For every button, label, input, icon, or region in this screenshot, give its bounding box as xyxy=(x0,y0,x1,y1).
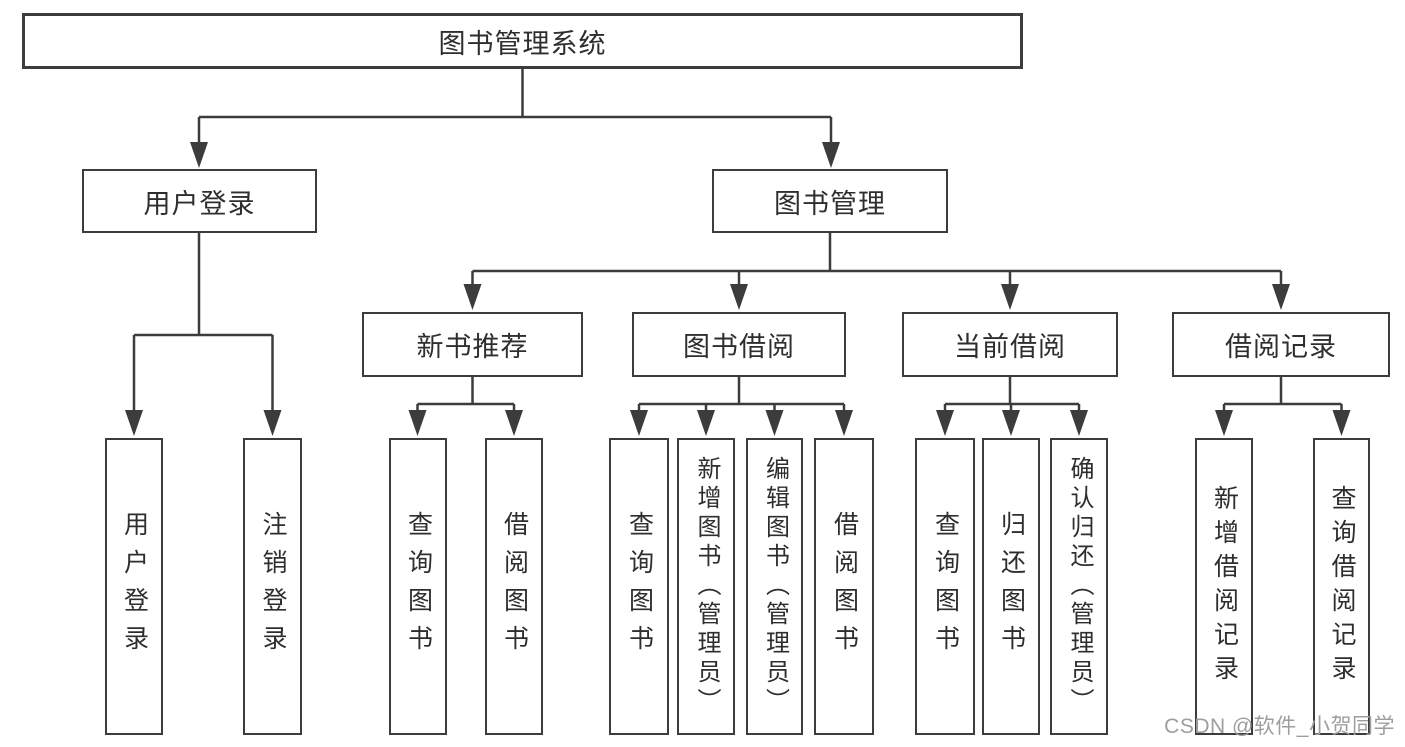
leaf-confirm-return-admin: 确认归还（管理员） xyxy=(1050,438,1108,735)
node-user-login-label: 用户登录 xyxy=(143,188,256,219)
leaf-query-books-borrowing-label: 查询图书 xyxy=(625,510,654,663)
leaf-return-books-label: 归还图书 xyxy=(997,510,1026,663)
node-new-book-recommend-label: 新书推荐 xyxy=(416,332,529,362)
leaf-add-borrow-record-label: 新增借阅记录 xyxy=(1210,484,1239,689)
leaf-query-books-recommend-label: 查询图书 xyxy=(404,510,433,663)
node-new-book-recommend: 新书推荐 xyxy=(362,312,583,377)
leaf-user-login-label: 用户登录 xyxy=(120,510,149,663)
node-book-management-label: 图书管理 xyxy=(774,188,886,219)
node-current-borrowing-label: 当前借阅 xyxy=(954,332,1066,362)
leaf-query-books-borrowing: 查询图书 xyxy=(609,438,669,735)
leaf-return-books: 归还图书 xyxy=(982,438,1040,735)
leaf-add-borrow-record: 新增借阅记录 xyxy=(1195,438,1253,735)
node-root-label: 图书管理系统 xyxy=(438,28,607,59)
leaf-borrow-books-recommend-label: 借阅图书 xyxy=(500,510,529,663)
leaf-borrow-books-borrowing: 借阅图书 xyxy=(814,438,874,735)
leaf-user-login: 用户登录 xyxy=(105,438,163,735)
leaf-query-borrow-record-label: 查询借阅记录 xyxy=(1328,484,1356,689)
node-user-login: 用户登录 xyxy=(82,169,317,233)
node-book-management: 图书管理 xyxy=(712,169,948,233)
leaf-add-books-admin: 新增图书（管理员） xyxy=(677,438,735,735)
node-borrowing-records: 借阅记录 xyxy=(1172,312,1390,377)
leaf-borrow-books-recommend: 借阅图书 xyxy=(485,438,543,735)
leaf-query-books-current-label: 查询图书 xyxy=(931,510,960,663)
node-borrowing-records-label: 借阅记录 xyxy=(1225,332,1337,362)
node-current-borrowing: 当前借阅 xyxy=(902,312,1118,377)
leaf-query-borrow-record: 查询借阅记录 xyxy=(1313,438,1370,735)
csdn-watermark: CSDN @软件_小贺同学 xyxy=(1164,715,1395,738)
leaf-query-books-recommend: 查询图书 xyxy=(389,438,447,735)
node-book-borrowing: 图书借阅 xyxy=(632,312,846,377)
leaf-logout: 注销登录 xyxy=(243,438,302,735)
leaf-add-books-admin-label: 新增图书（管理员） xyxy=(693,456,720,717)
leaf-edit-books-admin-label: 编辑图书（管理员） xyxy=(761,456,789,717)
leaf-confirm-return-admin-label: 确认归还（管理员） xyxy=(1066,456,1093,717)
leaf-logout-label: 注销登录 xyxy=(259,510,287,663)
leaf-query-books-current: 查询图书 xyxy=(915,438,975,735)
leaf-borrow-books-borrowing-label: 借阅图书 xyxy=(830,510,859,663)
node-root: 图书管理系统 xyxy=(22,13,1023,69)
node-book-borrowing-label: 图书借阅 xyxy=(683,332,795,362)
leaf-edit-books-admin: 编辑图书（管理员） xyxy=(746,438,803,735)
